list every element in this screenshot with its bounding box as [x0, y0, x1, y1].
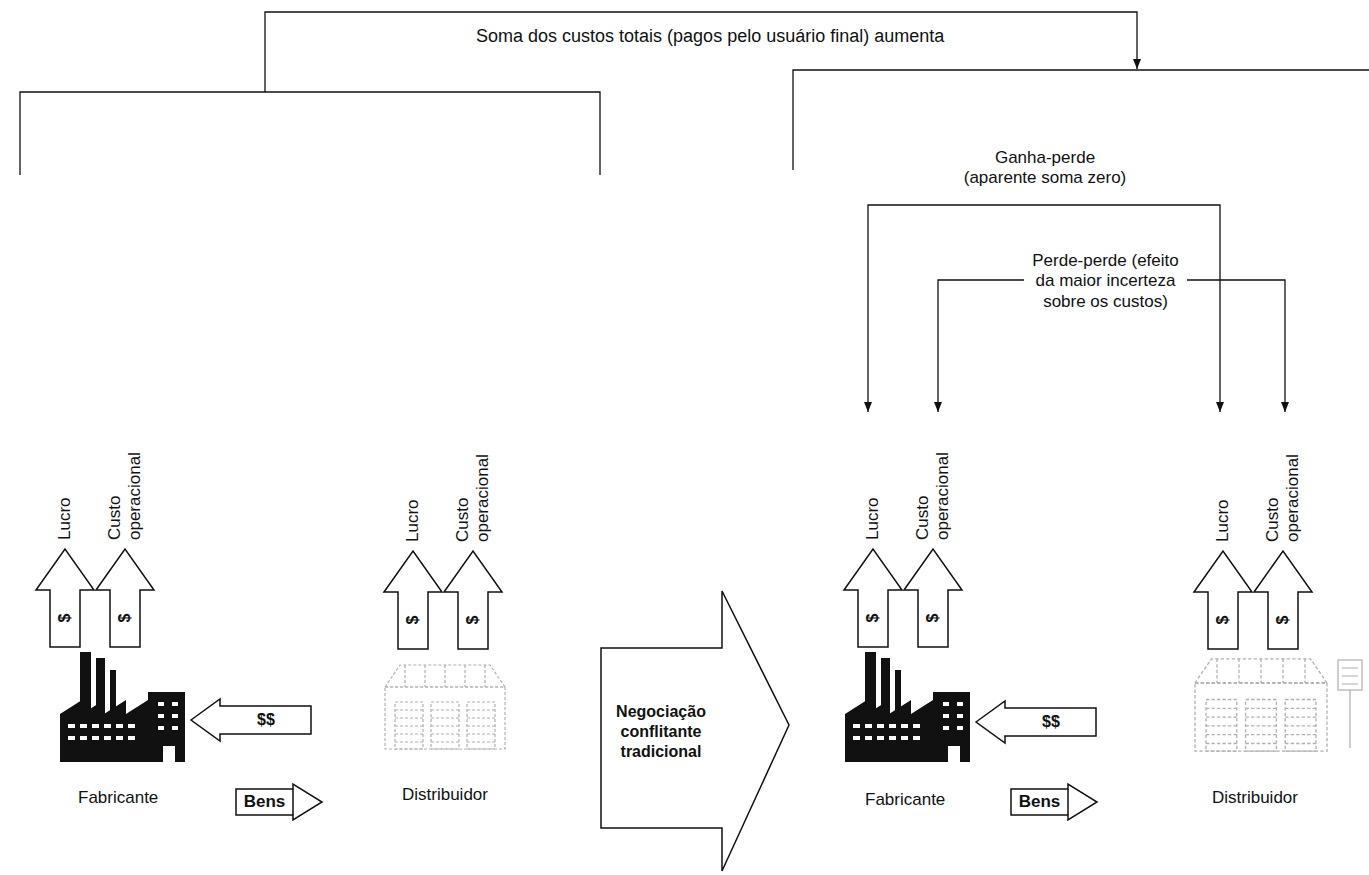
currency-symbol: $ — [405, 616, 421, 625]
currency-symbol: $ — [865, 614, 881, 623]
actor-label: Fabricante — [865, 790, 945, 810]
factory-icon — [845, 652, 970, 762]
arrow-label: Lucro — [1213, 499, 1233, 542]
warehouse-icon — [385, 665, 505, 749]
money-arrow: $$ — [975, 700, 1097, 744]
up-arrow-shape — [96, 549, 154, 647]
currency-symbol: $ — [117, 614, 133, 623]
up-arrow-shape — [1193, 550, 1253, 650]
flow-label: Bens — [1011, 789, 1068, 815]
win-lose-bracket — [868, 205, 1220, 412]
bracket-label: Ganha-perde (aparente soma zero) — [960, 148, 1130, 189]
process-arrow-shape — [601, 591, 789, 871]
arrow-label: Custo operacional — [1263, 442, 1302, 542]
bracket-label: Perde-perde (efeito da maior incerteza s… — [1024, 250, 1187, 313]
arrow-label: Custo operacional — [453, 442, 492, 542]
currency-symbol: $ — [57, 614, 73, 623]
money-arrow-shape — [976, 701, 1096, 743]
up-arrow-shape — [384, 551, 442, 649]
up-arrow: Lucro $ — [1193, 499, 1253, 650]
currency-symbol: $ — [925, 614, 941, 623]
up-arrow: Lucro $ — [843, 497, 903, 648]
goods-box-edge — [1067, 789, 1069, 815]
before-bracket — [20, 92, 600, 175]
actor-label: Fabricante — [78, 788, 158, 808]
goods-arrow: Bens — [1010, 783, 1098, 821]
arrow-label: Lucro — [403, 499, 423, 542]
actor-label: Distribuidor — [1212, 788, 1298, 808]
money-arrow-shape — [975, 700, 1097, 744]
actor-label: Distribuidor — [402, 785, 488, 805]
up-arrow: Custo operacional $ — [1253, 442, 1313, 650]
up-arrow-shape — [95, 548, 155, 648]
arrow-label: Custo operacional — [913, 440, 952, 540]
flow-label: Bens — [236, 789, 293, 815]
currency-label: $$ — [220, 706, 312, 734]
up-arrow: Custo operacional $ — [903, 440, 963, 648]
up-arrow: Lucro $ — [383, 499, 443, 650]
arrow-label: Lucro — [55, 497, 75, 540]
money-arrow: $$ — [190, 698, 312, 742]
up-arrow-shape — [844, 549, 902, 647]
up-arrow-shape — [903, 548, 963, 648]
up-arrow-shape — [35, 548, 95, 648]
up-arrow-shape — [443, 550, 503, 650]
process-arrow: Negociação conflitante tradicional — [600, 590, 790, 872]
sign-icon — [1338, 660, 1362, 748]
up-arrow-shape — [1194, 551, 1252, 649]
factory-icon — [60, 652, 185, 762]
up-arrow: Custo operacional $ — [443, 442, 503, 650]
up-arrow-shape — [444, 551, 502, 649]
up-arrow: Custo operacional $ — [95, 440, 155, 648]
up-arrow: Lucro $ — [35, 497, 95, 648]
money-arrow-shape — [190, 698, 312, 742]
bracket-label: Soma dos custos totais (pagos pelo usuár… — [476, 26, 944, 48]
arrow-label: Custo operacional — [105, 440, 144, 540]
up-arrow-shape — [904, 549, 962, 647]
up-arrow-shape — [843, 548, 903, 648]
total-cost-bracket — [265, 12, 1137, 92]
process-label: Negociação conflitante tradicional — [605, 702, 717, 762]
goods-arrow-shape — [236, 784, 322, 820]
currency-label: $$ — [1005, 708, 1097, 736]
currency-symbol: $ — [1215, 616, 1231, 625]
warehouse-icon — [1195, 659, 1327, 751]
up-arrow-shape — [1253, 550, 1313, 650]
up-arrow-shape — [383, 550, 443, 650]
arrow-label: Lucro — [863, 497, 883, 540]
up-arrow-shape — [1254, 551, 1312, 649]
goods-arrow: Bens — [235, 783, 323, 821]
currency-symbol: $ — [1275, 616, 1291, 625]
up-arrow-shape — [36, 549, 94, 647]
currency-symbol: $ — [465, 616, 481, 625]
money-arrow-shape — [191, 699, 311, 741]
goods-box-edge — [292, 789, 294, 815]
goods-arrow-shape — [1011, 784, 1097, 820]
